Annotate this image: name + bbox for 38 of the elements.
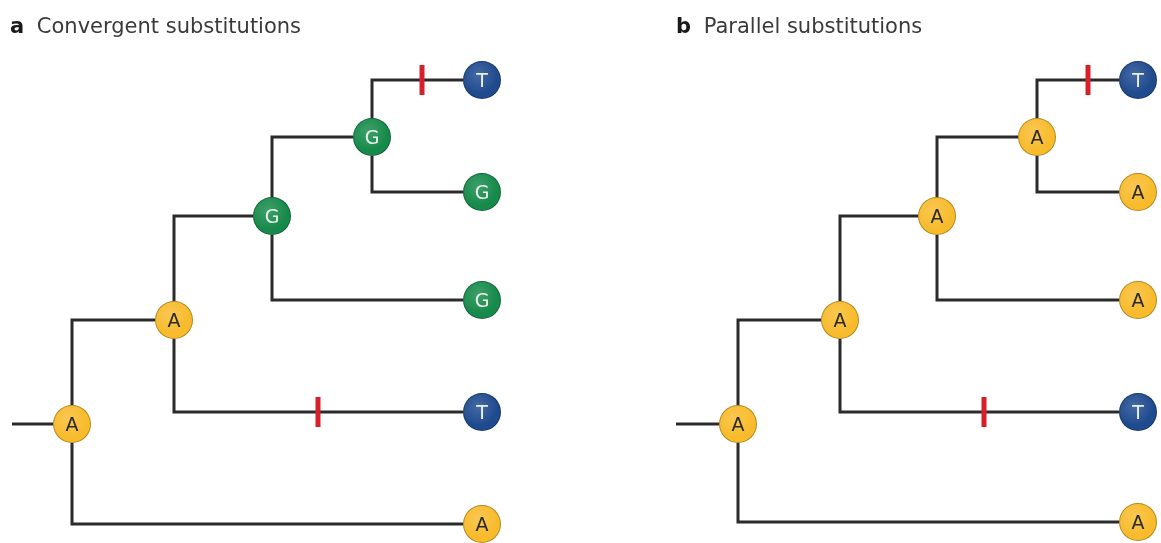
nucleotide-node: A <box>1018 118 1056 156</box>
nucleotide-node: A <box>1119 281 1157 319</box>
nucleotide-node: A <box>155 301 193 339</box>
branch-line <box>838 214 918 301</box>
nucleotide-node: G <box>253 197 291 235</box>
nucleotide-node: A <box>918 197 956 235</box>
panel-heading: b Parallel substitutions <box>676 14 923 38</box>
nucleotide-node: A <box>1119 173 1157 211</box>
branch-line <box>70 443 463 526</box>
nucleotide-node: A <box>821 301 859 339</box>
branch-line <box>935 135 1018 197</box>
nucleotide-node: A <box>53 405 91 443</box>
branch-line <box>172 339 463 414</box>
branch-line <box>12 422 53 426</box>
nucleotide-node: T <box>1119 61 1157 99</box>
branch-line <box>736 318 821 405</box>
nucleotide-node: G <box>463 173 501 211</box>
nucleotide-node: T <box>1119 393 1157 431</box>
branch-line <box>676 422 719 426</box>
branch-line <box>370 156 463 194</box>
branch-line <box>1035 78 1119 118</box>
branch-line <box>838 339 1119 414</box>
branch-line <box>736 443 1119 524</box>
branch-line <box>70 318 155 405</box>
nucleotide-node: G <box>463 281 501 319</box>
branch-line <box>270 135 353 197</box>
branch-line <box>935 235 1119 302</box>
nucleotide-node: A <box>1119 503 1157 541</box>
nucleotide-node: A <box>463 505 501 543</box>
branch-line <box>270 235 463 302</box>
nucleotide-node: T <box>463 61 501 99</box>
branch-line <box>172 214 253 301</box>
branch-line <box>1035 156 1119 194</box>
branch-line <box>370 78 463 118</box>
nucleotide-node: T <box>463 393 501 431</box>
panel-heading: a Convergent substitutions <box>10 14 302 38</box>
nucleotide-node: A <box>719 405 757 443</box>
nucleotide-node: G <box>353 118 391 156</box>
